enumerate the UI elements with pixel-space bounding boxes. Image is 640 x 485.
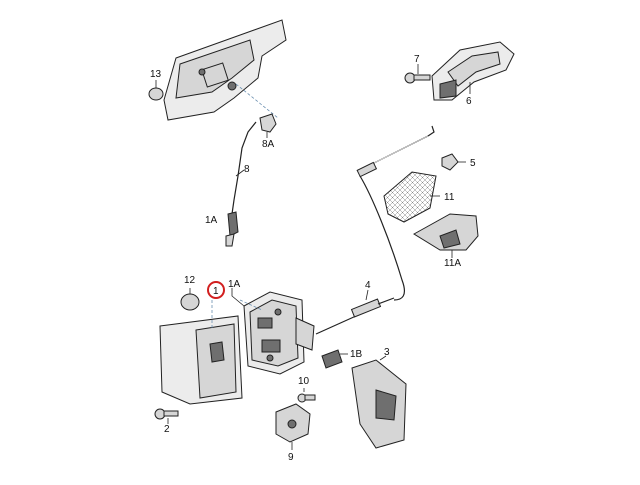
screw-7 — [404, 64, 431, 84]
callout-1a-mid: 1A — [228, 279, 241, 290]
callout-7: 7 — [414, 54, 420, 65]
part-1b — [321, 349, 348, 369]
grommet-12 — [180, 288, 200, 311]
lock-rod-8 — [225, 121, 257, 247]
callout-13: 13 — [150, 69, 162, 80]
cover-3 — [351, 355, 407, 449]
callout-6: 6 — [466, 96, 472, 107]
callout-11: 11 — [444, 192, 455, 203]
grommet-13 — [148, 80, 164, 101]
callout-4: 4 — [365, 280, 371, 291]
screw-2 — [154, 408, 179, 424]
callout-8a: 8A — [262, 139, 275, 150]
screw-10 — [297, 388, 316, 403]
door-lock-1 — [231, 288, 315, 375]
cover-11 — [383, 171, 440, 223]
callout-3: 3 — [384, 347, 390, 358]
striker-plate-9 — [275, 403, 311, 450]
callout-5: 5 — [470, 158, 476, 169]
outer-handle-6 — [431, 41, 515, 101]
release-cable — [356, 125, 435, 301]
callout-1: 1 — [213, 286, 219, 297]
callout-2: 2 — [164, 424, 170, 435]
actuating-cable-4 — [315, 289, 395, 335]
door-inner-panel-top — [163, 19, 287, 121]
callout-8: 8 — [244, 164, 250, 175]
clip-5 — [441, 153, 466, 171]
door-shell-bottom — [159, 299, 263, 405]
callout-11a: 11A — [444, 258, 461, 269]
callout-1a-top: 1A — [205, 215, 218, 226]
callout-1b: 1B — [350, 349, 363, 360]
callout-10: 10 — [298, 376, 310, 387]
clip-8a — [259, 113, 277, 138]
callout-9: 9 — [288, 452, 294, 463]
cover-11a — [413, 213, 479, 258]
highlight-circle — [207, 281, 225, 299]
callout-12: 12 — [184, 275, 196, 286]
